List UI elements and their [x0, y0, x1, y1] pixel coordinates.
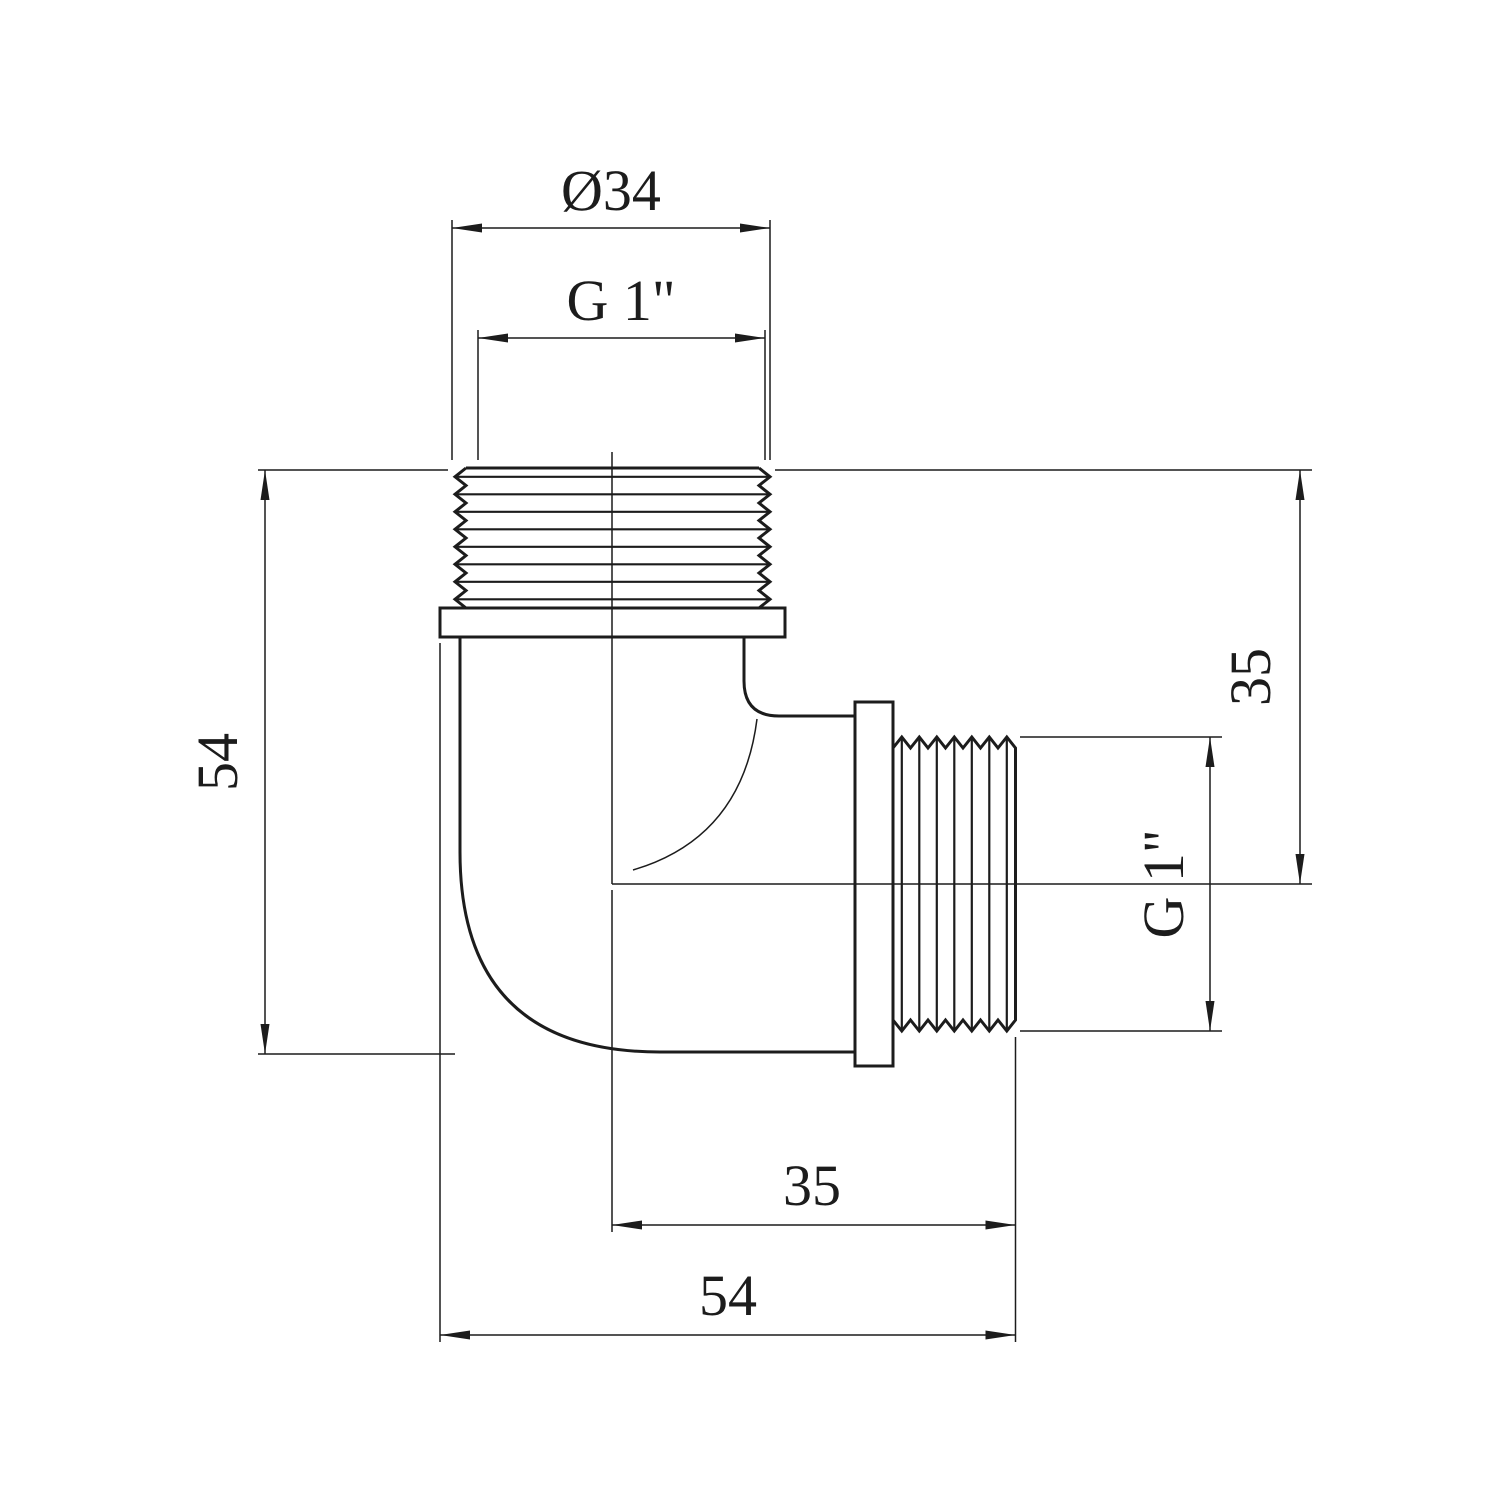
centerlines	[611, 452, 1312, 885]
dim-overall-height: 54	[185, 469, 455, 1055]
dim-top-thread-size: G 1"	[477, 268, 766, 460]
dim-label-overall-width: 54	[699, 1263, 757, 1328]
side-collar	[853, 700, 895, 1068]
dim-top-outer-diameter: Ø34	[451, 158, 771, 460]
dim-side-thread-size: G 1"	[1020, 736, 1222, 1032]
dim-right-offset-height: 35	[775, 469, 1312, 884]
dim-overall-width: 54	[439, 643, 1016, 1342]
top-collar	[438, 606, 787, 639]
dim-label-top-thread-size: G 1"	[566, 268, 675, 333]
dim-label-top-outer-diameter: Ø34	[561, 158, 661, 223]
elbow-throat-curve	[632, 718, 758, 871]
dim-bottom-center-to-end: 35	[611, 890, 1017, 1342]
dim-label-overall-height: 54	[185, 733, 250, 791]
dim-label-right-offset-height: 35	[1218, 648, 1283, 706]
elbow-body	[458, 637, 855, 1054]
dim-label-bottom-center-to-end: 35	[783, 1153, 841, 1218]
dim-label-side-thread-size: G 1"	[1131, 829, 1196, 938]
